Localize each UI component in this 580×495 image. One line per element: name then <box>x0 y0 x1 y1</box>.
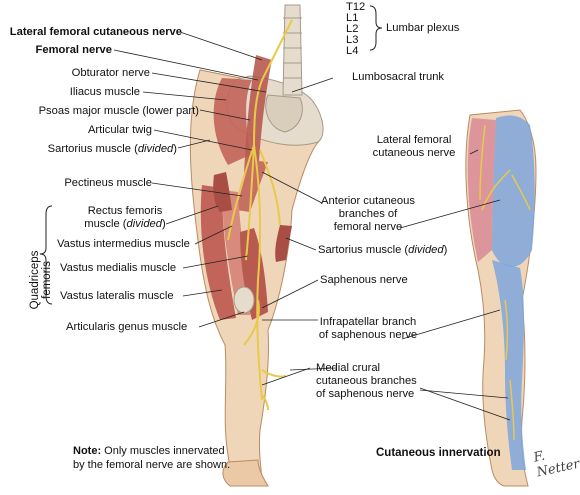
label-l3: L3 <box>346 34 359 46</box>
label-obturator-nerve: Obturator nerve <box>71 67 150 79</box>
label-lumbar-plexus: Lumbar plexus <box>386 22 460 34</box>
label-lateral-femoral-cutaneous-nerve: Lateral femoral cutaneous nerve <box>9 26 182 38</box>
zone-saphenous <box>492 260 526 470</box>
caption-cutaneous-innervation: Cutaneous innervation <box>376 447 501 459</box>
label-articular-twig: Articular twig <box>87 124 152 136</box>
label-vastus-lateralis: Vastus lateralis muscle <box>60 290 174 302</box>
foot <box>222 459 269 487</box>
leader-lines <box>113 31 511 421</box>
zone-lateral-femoral <box>467 118 496 262</box>
femoral-nerve-branches <box>227 19 293 411</box>
quadriceps-brace <box>39 205 53 305</box>
label-pectineus-muscle: Pectineus muscle <box>64 177 152 189</box>
zone-anterior-femoral <box>492 115 535 267</box>
vastus-lateralis <box>200 185 236 320</box>
rectus-femoris-stump <box>213 172 232 212</box>
label-medial-crural-branches: Medial crural cutaneous branches of saph… <box>316 362 417 400</box>
label-l4: L4 <box>346 45 359 57</box>
label-t12: T12 <box>346 1 366 13</box>
label-femoral-nerve: Femoral nerve <box>35 44 112 56</box>
label-lateral-femoral-cutaneous-right: Lateral femoral cutaneous nerve <box>372 134 456 159</box>
label-vastus-intermedius: Vastus intermedius muscle <box>57 238 190 250</box>
sacrum <box>265 94 303 133</box>
lumbar-plexus-brace <box>369 5 383 51</box>
label-anterior-cutaneous-branches: Anterior cutaneous branches of femoral n… <box>321 195 415 233</box>
label-vastus-medialis: Vastus medialis muscle <box>60 262 177 274</box>
left-leg-illustration <box>189 4 324 487</box>
label-iliacus-muscle: Iliacus muscle <box>69 86 140 98</box>
figure-note: Note: Only muscles innervated by the fem… <box>73 445 231 471</box>
label-rectus-femoris: Rectus femoris muscle (divided) <box>84 205 166 230</box>
label-infrapatellar-branch: Infrapatellar branch of saphenous nerve <box>318 316 418 341</box>
cutaneous-nerves <box>479 124 531 441</box>
label-l1: L1 <box>346 12 359 24</box>
label-l2: L2 <box>346 23 359 35</box>
label-sartorius-muscle-left: Sartorius muscle (divided) <box>47 143 177 155</box>
label-quadriceps-femoris: Quadriceps femoris <box>29 250 53 310</box>
label-psoas-major-muscle: Psoas major muscle (lower part) <box>38 105 199 117</box>
label-lumbosacral-trunk: Lumbosacral trunk <box>352 71 445 83</box>
right-leg-illustration <box>465 109 537 487</box>
vastus-intermedius <box>222 190 250 315</box>
psoas-muscle <box>244 55 272 178</box>
label-saphenous-nerve: Saphenous nerve <box>320 274 408 286</box>
patella <box>233 286 255 314</box>
label-articularis-genus: Articularis genus muscle <box>66 321 188 333</box>
sartorius-stump <box>275 225 292 262</box>
label-sartorius-muscle-right: Sartorius muscle (divided) <box>318 244 448 256</box>
